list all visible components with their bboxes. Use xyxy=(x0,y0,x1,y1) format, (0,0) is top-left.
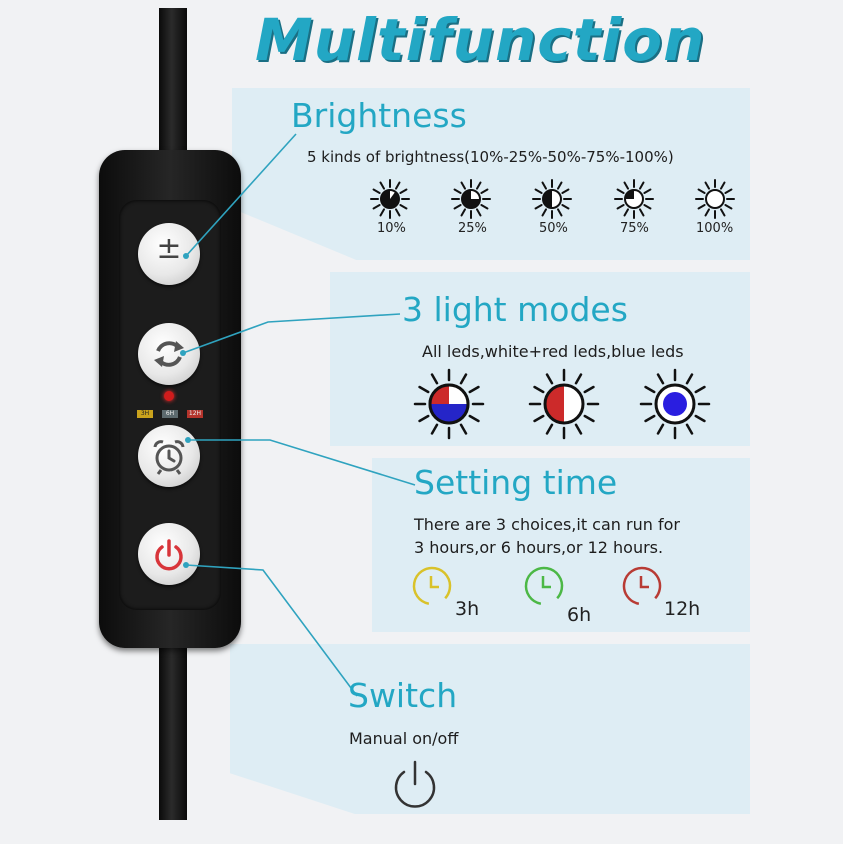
indicator-12h: 12H xyxy=(187,410,203,418)
brightness-label-100: 100% xyxy=(696,221,734,236)
brightness-heading: Brightness xyxy=(291,96,467,135)
alarm-clock-icon xyxy=(153,440,185,475)
clock-6h-label: 6h xyxy=(567,604,592,626)
modes-heading: 3 light modes xyxy=(402,290,628,329)
blue-leds-icon xyxy=(639,368,711,440)
clock-3h-icon xyxy=(412,566,452,606)
cycle-arrows-icon xyxy=(154,341,184,367)
mode-button[interactable] xyxy=(138,323,200,385)
indicator-3h: 3H xyxy=(137,410,153,418)
indicator-6h: 6H xyxy=(162,410,178,418)
clock-3h-label: 3h xyxy=(455,598,480,620)
timer-button[interactable] xyxy=(138,425,200,487)
brightness-level-10-icon xyxy=(370,179,410,219)
brightness-level-50-icon xyxy=(532,179,572,219)
switch-description: Manual on/off xyxy=(349,729,459,748)
timer-panel xyxy=(372,458,750,632)
power-symbol-icon xyxy=(394,760,436,808)
switch-panel xyxy=(230,644,750,814)
timer-heading: Setting time xyxy=(414,463,618,502)
timer-line-1: There are 3 choices,it can run for xyxy=(414,515,680,534)
modes-description: All leds,white+red leds,blue leds xyxy=(422,342,684,361)
power-icon xyxy=(155,539,183,571)
timer-line-2: 3 hours,or 6 hours,or 12 hours. xyxy=(414,538,664,557)
plus-minus-icon: ± xyxy=(156,231,182,266)
brightness-level-100-icon xyxy=(695,179,735,219)
brightness-label-75: 75% xyxy=(620,221,649,236)
brightness-description: 5 kinds of brightness(10%-25%-50%-75%-10… xyxy=(307,148,674,166)
brightness-panel xyxy=(232,88,750,260)
brightness-level-75-icon xyxy=(614,179,654,219)
brightness-label-10: 10% xyxy=(377,221,406,236)
indicator-led xyxy=(164,391,174,401)
power-button[interactable] xyxy=(138,523,200,585)
white-red-leds-icon xyxy=(528,368,600,440)
brightness-label-25: 25% xyxy=(458,221,487,236)
all-leds-icon xyxy=(413,368,485,440)
clock-6h-icon xyxy=(524,566,564,606)
brightness-button[interactable]: ± xyxy=(138,223,200,285)
page-title: Multifunction xyxy=(255,6,706,74)
clock-12h-label: 12h xyxy=(664,598,701,620)
brightness-label-50: 50% xyxy=(539,221,568,236)
clock-12h-icon xyxy=(622,566,662,606)
switch-heading: Switch xyxy=(348,676,458,715)
brightness-level-25-icon xyxy=(451,179,491,219)
